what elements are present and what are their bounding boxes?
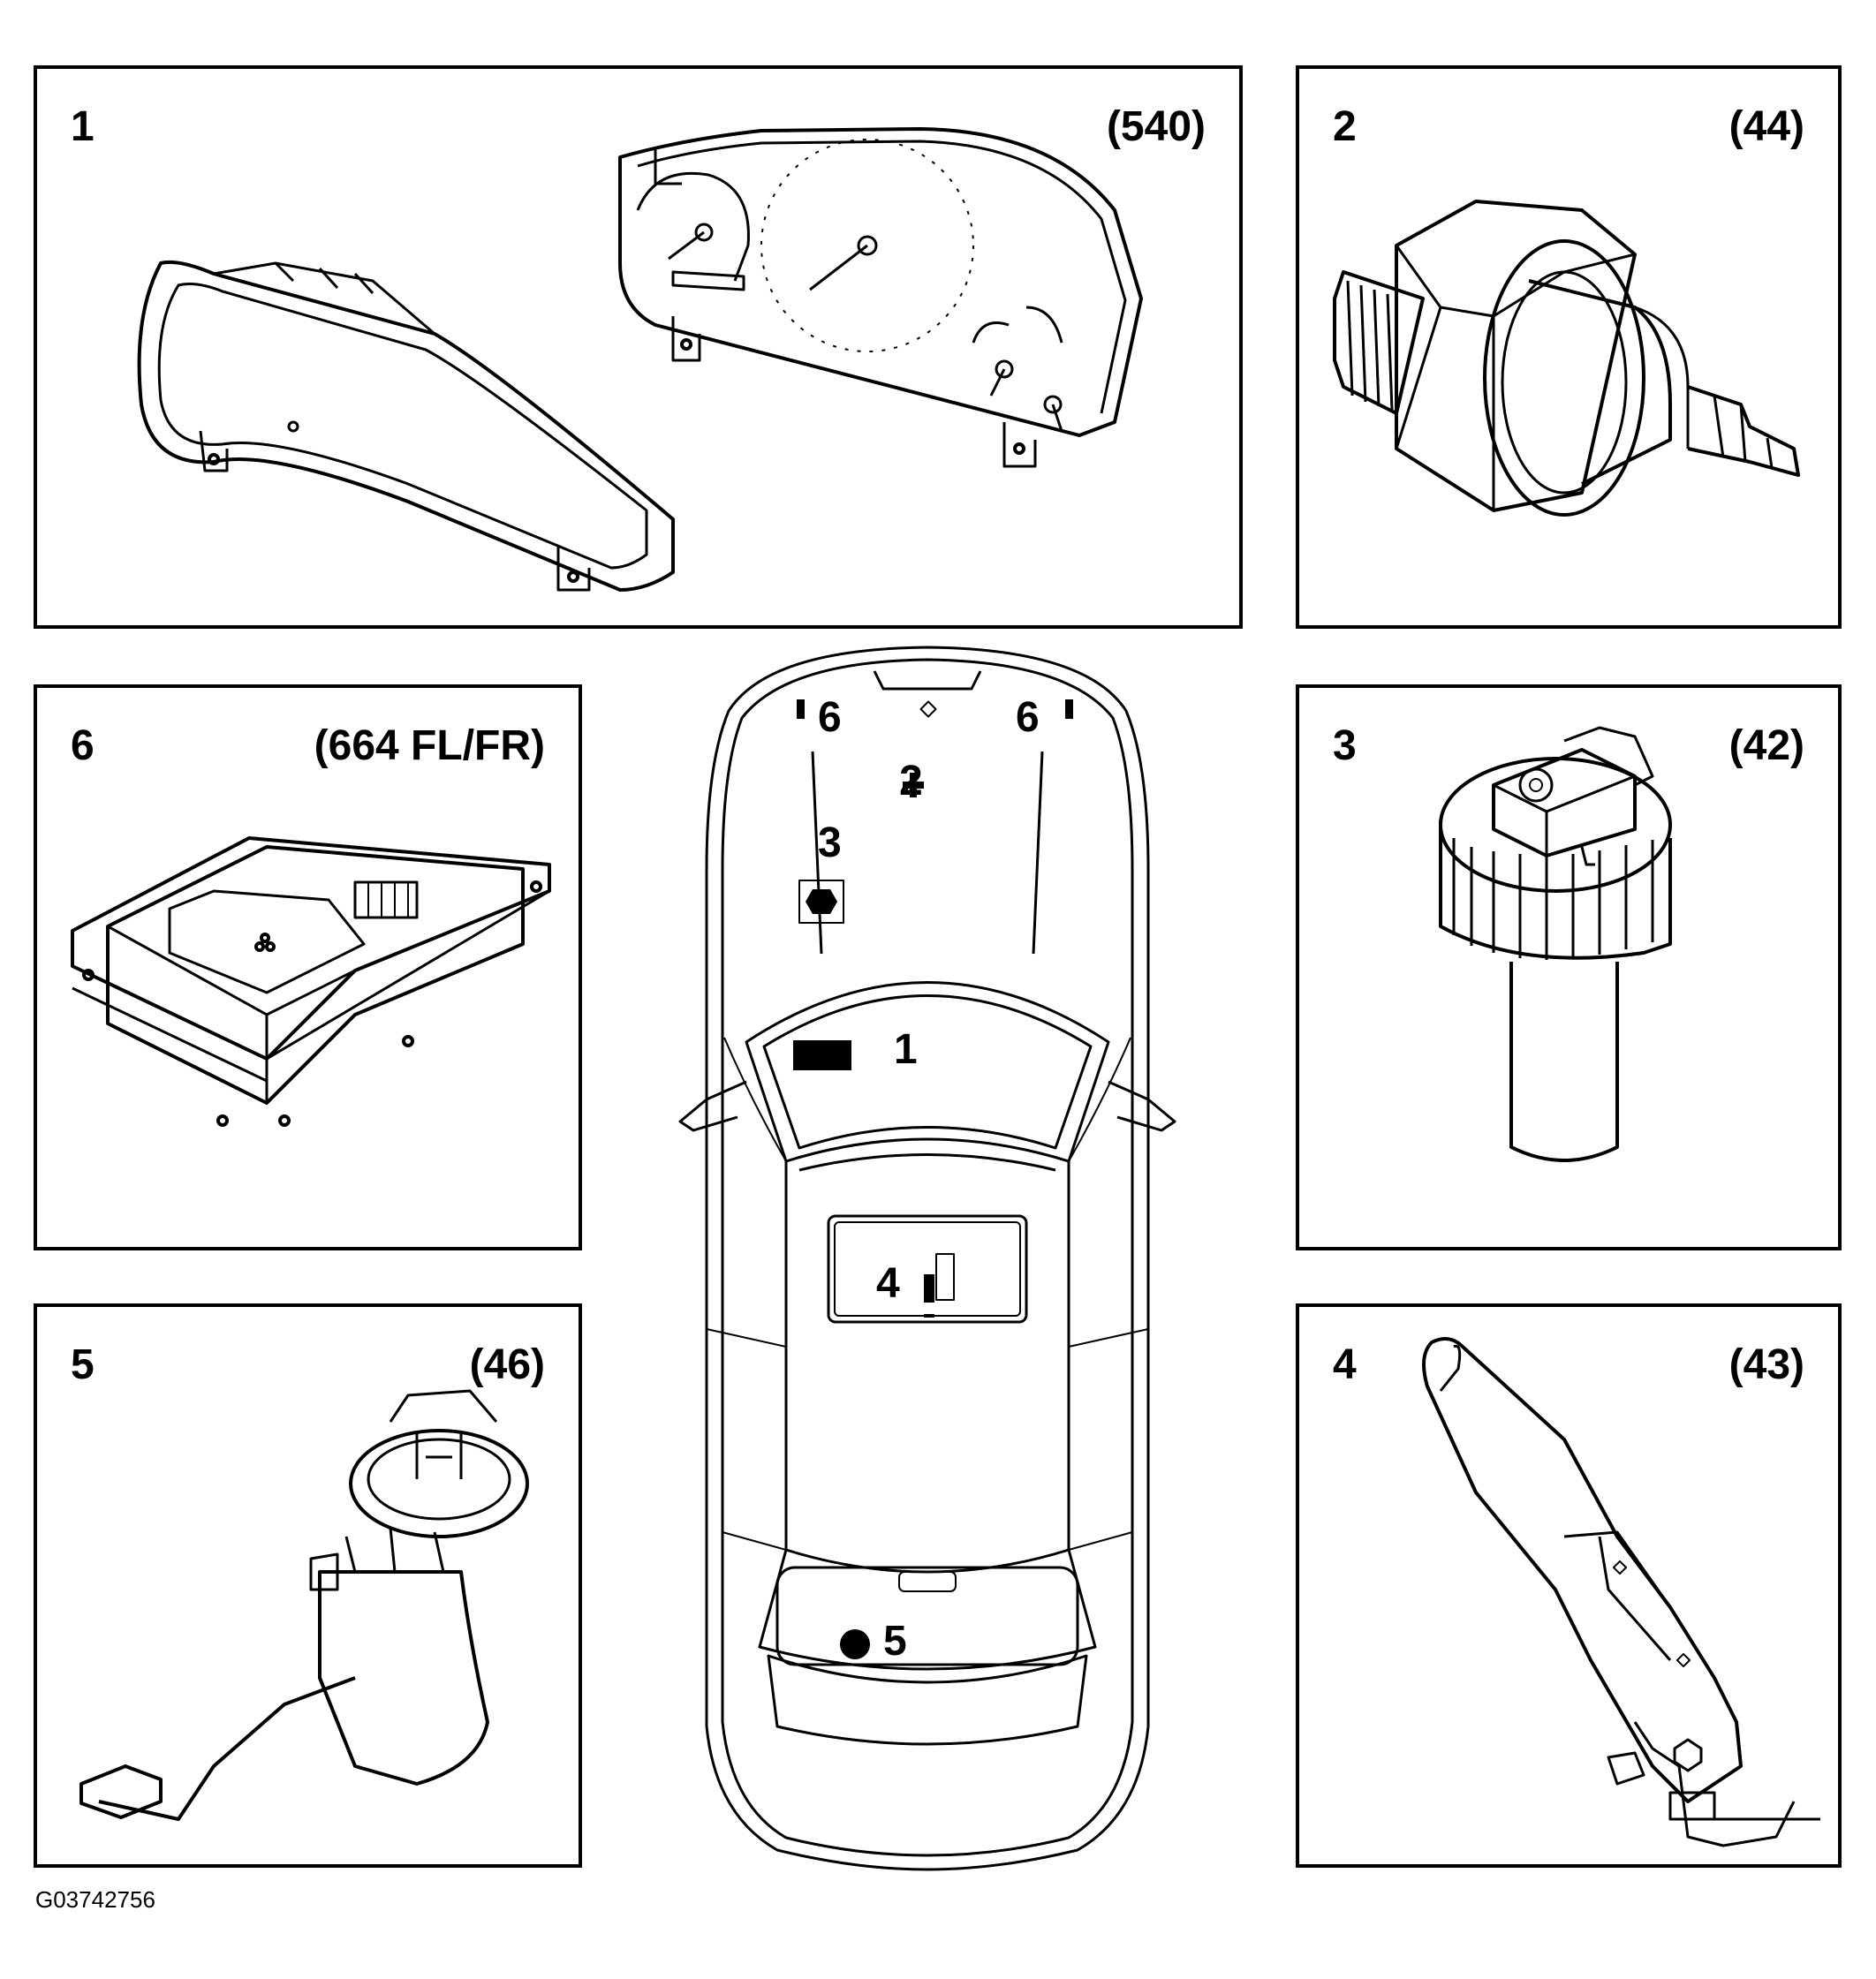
- fuel-pump-sender-icon: [79, 1389, 529, 1821]
- panel-number: 3: [1333, 722, 1357, 769]
- car-label-2: 2: [899, 758, 923, 804]
- marker-3-box: [798, 880, 844, 924]
- panel-code: (46): [469, 1341, 545, 1388]
- car-label-3: 3: [818, 820, 842, 866]
- car-label-4: 4: [876, 1260, 900, 1307]
- parking-brake-lever-icon: [1422, 1337, 1820, 1847]
- panel-code: (42): [1728, 722, 1804, 769]
- panel-number: 2: [1333, 103, 1357, 150]
- car-label-5: 5: [883, 1618, 907, 1665]
- marker-1: [793, 1040, 851, 1070]
- control-module-icon: [71, 836, 551, 1127]
- panel-number: 5: [71, 1341, 95, 1388]
- instrument-cluster-icon: [137, 127, 1143, 592]
- panel-code: (664 FL/FR): [314, 722, 545, 769]
- panel-brake-fluid-switch: 3 (42): [1296, 684, 1842, 1250]
- brake-fluid-switch-icon: [1439, 726, 1672, 1162]
- panel-code: (540): [1106, 103, 1206, 150]
- marker-4-outline: [935, 1253, 955, 1301]
- marker-3: [806, 889, 837, 914]
- panel-code: (44): [1728, 103, 1804, 150]
- panel-number: 4: [1333, 1341, 1357, 1388]
- panel-oil-pressure-switch: 2 (44): [1296, 65, 1842, 629]
- panel-parking-brake: 4 (43): [1296, 1303, 1842, 1868]
- vehicle-top-view-icon: [678, 646, 1176, 1871]
- car-label-1: 1: [894, 1026, 918, 1073]
- marker-4-base: [924, 1314, 934, 1318]
- car-label-6-left: 6: [818, 694, 842, 741]
- panel-fuel-pump: 5 (46): [34, 1303, 582, 1868]
- oil-pressure-switch-icon: [1333, 200, 1800, 517]
- car-label-6-right: 6: [1016, 694, 1040, 741]
- marker-2: [903, 773, 924, 797]
- panel-instrument-cluster: 1 (540): [34, 65, 1243, 629]
- panel-number: 6: [71, 722, 95, 769]
- figure-id: G03742756: [35, 1886, 155, 1913]
- marker-6-left: [797, 699, 805, 719]
- marker-5: [840, 1629, 870, 1659]
- marker-6-right: [1065, 699, 1073, 719]
- panel-control-module: 6 (664 FL/FR): [34, 684, 582, 1250]
- panel-code: (43): [1728, 1341, 1804, 1388]
- panel-number: 1: [71, 103, 95, 150]
- marker-4: [924, 1274, 934, 1303]
